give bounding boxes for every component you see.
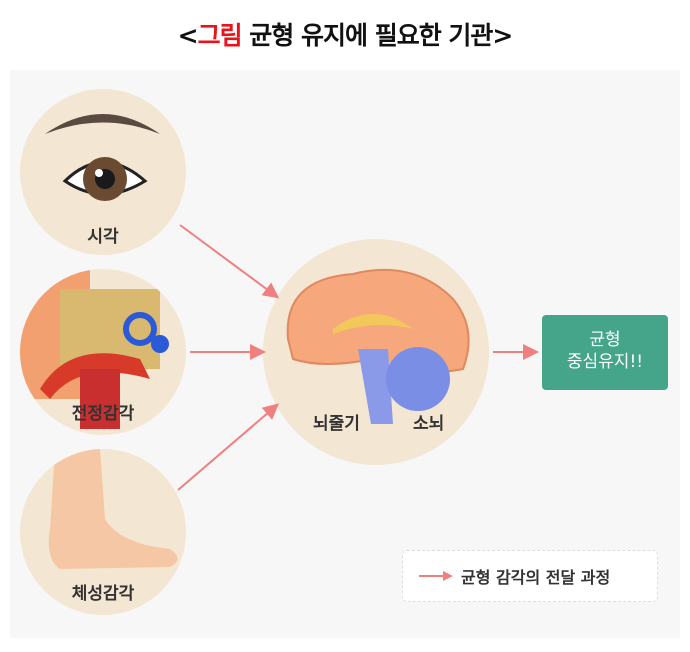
vision-label: 시각 bbox=[87, 227, 119, 247]
title-highlight: 그림 bbox=[197, 21, 243, 50]
brain-circle: 뇌줄기 소뇌 bbox=[263, 239, 489, 465]
page-title: <그림 균형 유지에 필요한 기관> bbox=[0, 16, 690, 52]
vision-circle: 시각 bbox=[20, 89, 186, 255]
somatosensory-circle: 체성감각 bbox=[20, 449, 186, 615]
result-line1: 균형 bbox=[589, 330, 621, 350]
foot-icon bbox=[48, 449, 178, 569]
legend: 균형 감각의 전달 과정 bbox=[402, 550, 658, 602]
ear-icon bbox=[20, 269, 169, 429]
vestibular-label: 전정감각 bbox=[71, 404, 135, 424]
vestibular-circle: 전정감각 bbox=[20, 269, 186, 435]
cerebellum-label: 소뇌 bbox=[413, 414, 445, 434]
title-bracket-close: > bbox=[492, 21, 513, 50]
legend-arrow-icon bbox=[419, 571, 453, 581]
balance-result-box: 균형 중심유지!! bbox=[542, 315, 668, 390]
title-text: 균형 유지에 필요한 기관 bbox=[241, 21, 493, 50]
arrow-somatosensory bbox=[177, 403, 280, 491]
arrow-vision bbox=[179, 224, 280, 299]
eye-icon bbox=[45, 114, 160, 201]
somatosensory-label: 체성감각 bbox=[71, 584, 135, 604]
brain-icon bbox=[286, 268, 470, 424]
result-line2: 중심유지!! bbox=[566, 352, 644, 372]
legend-label: 균형 감각의 전달 과정 bbox=[461, 568, 611, 587]
title-bracket-open: < bbox=[177, 21, 199, 50]
brainstem-label: 뇌줄기 bbox=[313, 414, 360, 434]
